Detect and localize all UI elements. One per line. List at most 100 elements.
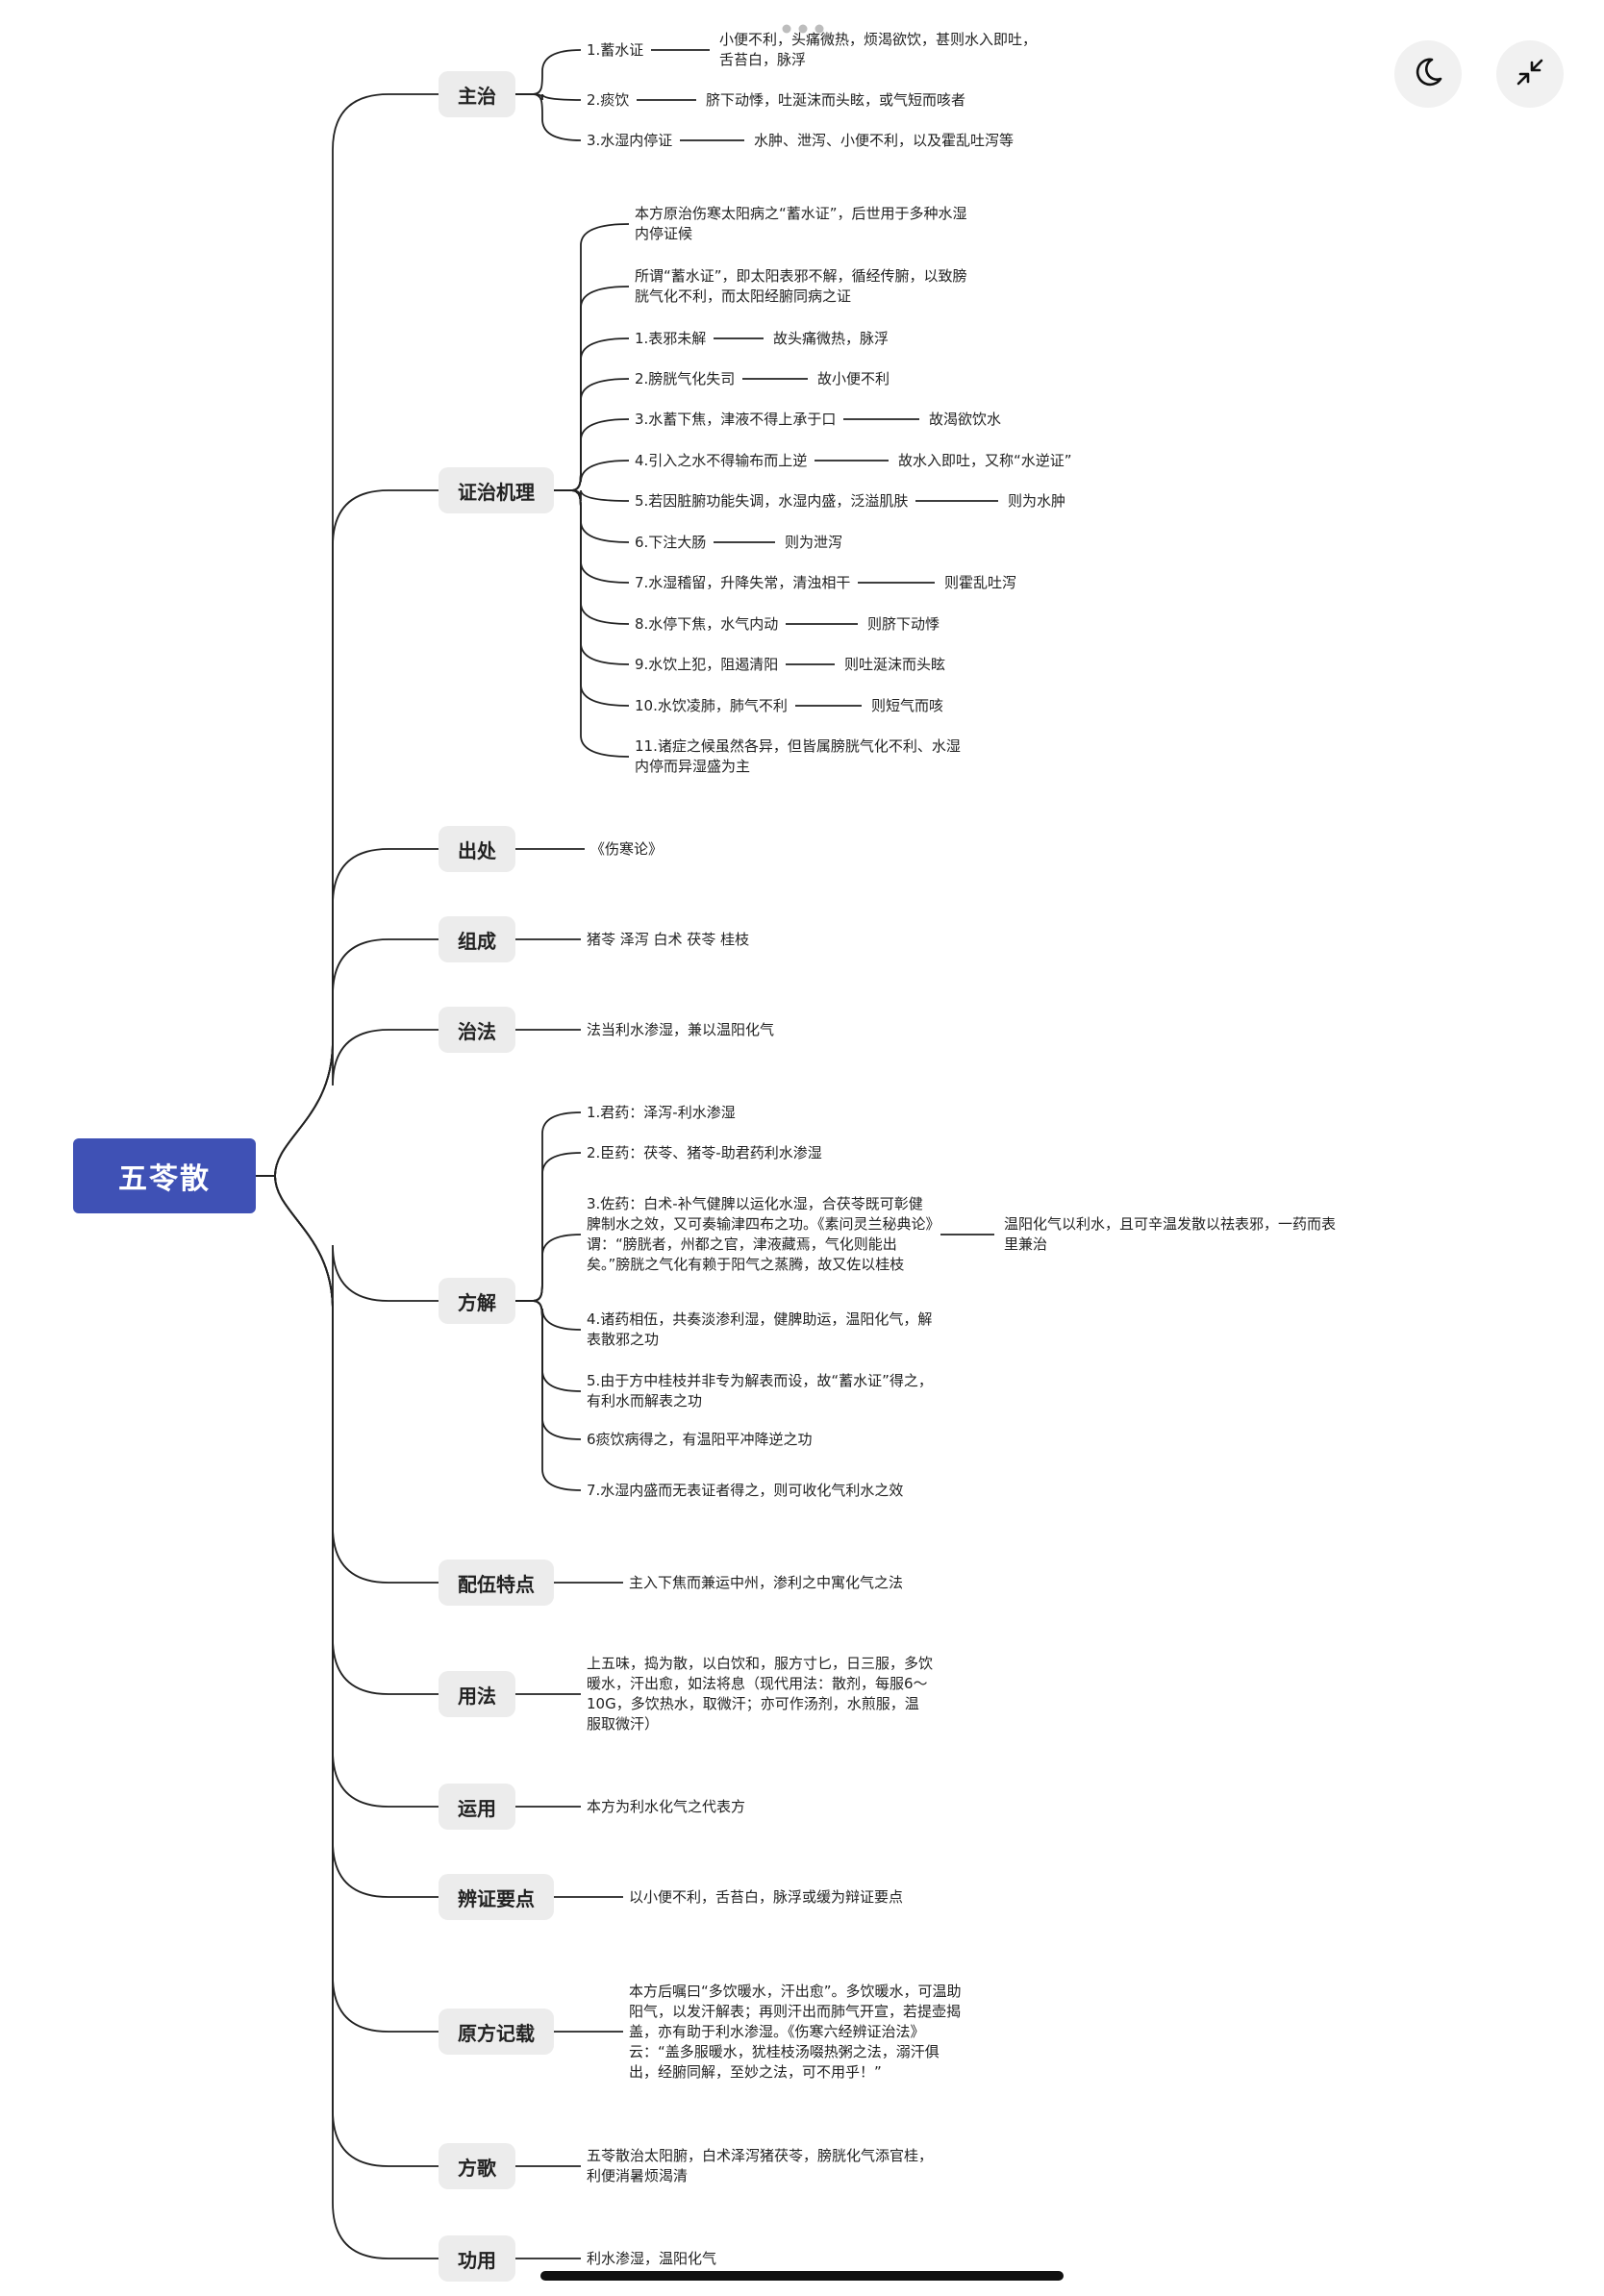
leaf-node[interactable]: 故渴欲饮水 [929,410,1002,428]
connector-line [515,1300,582,1392]
branch-node[interactable]: 本方为利水化气之代表方 [587,1797,746,1815]
connector-line [515,93,582,101]
branch-node[interactable]: 主入下焦而兼运中州，渗利之中寓化气之法 [629,1573,904,1591]
connector-line [274,848,439,1177]
connector-line [515,1300,582,1491]
connector-line [515,49,582,95]
connector-line [274,1175,439,1695]
leaf-node[interactable]: 小便不利，头痛微热，烦渴欲饮，甚则水入即吐，舌苔白，脉浮 [719,31,1038,68]
connector-line [274,489,439,1177]
branch-node[interactable]: 4.诸药相伍，共奏淡渗利湿，健脾助运，温阳化气，解表散邪之功 [587,1310,933,1348]
branch-node[interactable]: 法当利水渗湿，兼以温阳化气 [587,1020,775,1038]
home-indicator[interactable] [540,2271,1064,2281]
theme-toggle-button[interactable] [1394,40,1462,108]
branch-node[interactable]: 所谓“蓄水证”，即太阳表邪不解，循经传腑，以致膀胱气化不利，而太阳经腑同病之证 [635,267,967,305]
leaf-node[interactable]: 故头痛微热，脉浮 [773,329,890,347]
topic-node[interactable]: 辨证要点 [439,1874,554,1920]
connector-line [515,1234,582,1302]
branch-node[interactable]: 6痰饮病得之，有温阳平冲降逆之功 [587,1430,813,1448]
connector-line [274,1175,439,1311]
connector-line [554,489,630,758]
connector-line [554,489,630,543]
topic-node[interactable]: 出处 [439,826,515,872]
connector-line [515,1152,582,1302]
branch-node[interactable]: 上五味，捣为散，以白饮和，服方寸匕，日三服，多饮暖水，汗出愈，如法将息（现代用法… [587,1655,934,1733]
topic-node[interactable]: 方歌 [439,2143,515,2189]
branch-node[interactable]: 3.佐药：白术-补气健脾以运化水湿，合茯苓既可彰健脾制水之效，又可奏输津四布之功… [587,1195,934,1273]
connector-line [554,223,630,491]
connector-line [515,93,582,141]
topic-node[interactable]: 原方记载 [439,2009,554,2055]
branch-node[interactable]: 1.蓄水证 [587,40,644,59]
leaf-node[interactable]: 温阳化气以利水，且可辛温发散以祛表邪，一药而表里兼治 [1004,1215,1337,1253]
leaf-node[interactable]: 则短气而咳 [871,696,944,714]
leaf-node[interactable]: 故水入即吐，又称“水逆证” [898,451,1072,469]
branch-node[interactable]: 10.水饮凌肺，肺气不利 [635,696,788,714]
connector-line [274,1175,439,1898]
connector-line [554,489,630,707]
branch-node[interactable]: 4.引入之水不得输布而上逆 [635,451,808,469]
leaf-node[interactable]: 则霍乱吐泻 [944,573,1017,591]
branch-node[interactable]: 7.水湿内盛而无表证者得之，则可收化气利水之效 [587,1481,904,1499]
branch-node[interactable]: 5.若因脏腑功能失调，水湿内盛，泛溢肌肤 [635,491,909,510]
connector-line [274,93,439,1177]
connector-line [554,489,630,625]
connector-line [554,489,630,502]
branch-node[interactable]: 本方后嘱曰“多饮暖水，汗出愈”。多饮暖水，可温助阳气，以发汗解表；再则汗出而肺气… [629,1982,962,2081]
connector-line [515,1300,582,1440]
branch-node[interactable]: 2.臣药：茯苓、猪苓-助君药利水渗湿 [587,1143,822,1161]
branch-node[interactable]: 6.下注大肠 [635,533,707,551]
collapse-arrows-icon [1513,55,1547,93]
topic-node[interactable]: 运用 [439,1784,515,1830]
branch-node[interactable]: 猪苓 泽泻 白术 茯苓 桂枝 [587,930,750,948]
branch-node[interactable]: 5.由于方中桂枝并非专为解表而设，故“蓄水证”得之，有利水而解表之功 [587,1372,933,1410]
branch-node[interactable]: 2.膀胱气化失司 [635,369,736,387]
topic-node[interactable]: 方解 [439,1278,515,1324]
connector-line [554,378,630,491]
connector-line [274,1175,439,2033]
leaf-node[interactable]: 脐下动悸，吐涎沫而头眩，或气短而咳者 [706,90,966,109]
branch-node[interactable]: 9.水饮上犯，阻遏清阳 [635,655,779,673]
connector-line [515,1300,582,1331]
topic-node[interactable]: 功用 [439,2235,515,2282]
connector-line [515,1111,582,1302]
branch-node[interactable]: 五苓散治太阳腑，白术泽泻猪茯苓，膀胱化气添官桂，利便消暑烦渴清 [587,2147,934,2184]
topic-node[interactable]: 主治 [439,71,515,117]
branch-node[interactable]: 1.表邪未解 [635,329,707,347]
branch-node[interactable]: 1.君药：泽泻-利水渗湿 [587,1103,736,1121]
branch-node[interactable]: 本方原治伤寒太阳病之“蓄水证”，后世用于多种水湿内停证候 [635,205,967,242]
topic-node[interactable]: 证治机理 [439,467,554,513]
branch-node[interactable]: 以小便不利，舌苔白，脉浮或缓为辩证要点 [629,1887,904,1906]
connector-line [554,337,630,491]
topic-node[interactable]: 组成 [439,916,515,962]
collapse-button[interactable] [1496,40,1564,108]
leaf-node[interactable]: 则为泄泻 [785,533,843,551]
moon-icon [1411,55,1445,93]
branch-node[interactable]: 11.诸症之候虽然各异，但皆属膀胱气化不利、水湿内停而异湿盛为主 [635,737,961,775]
connector-line [274,1029,439,1177]
branch-node[interactable]: 2.痰饮 [587,90,630,109]
branch-node[interactable]: 《伤寒论》 [590,839,664,858]
branch-node[interactable]: 3.水湿内停证 [587,131,673,149]
more-dots-icon[interactable] [781,19,825,34]
connector-line [274,1175,439,1808]
leaf-node[interactable]: 水肿、泄泻、小便不利，以及霍乱吐泻等 [754,131,1015,149]
leaf-node[interactable]: 则为水肿 [1008,491,1066,510]
connector-line [554,489,630,584]
leaf-node[interactable]: 则脐下动悸 [867,614,940,633]
topic-node[interactable]: 配伍特点 [439,1560,554,1606]
connector-line [274,1175,439,1584]
topic-node[interactable]: 治法 [439,1007,515,1053]
branch-node[interactable]: 8.水停下焦，水气内动 [635,614,779,633]
branch-node[interactable]: 7.水湿稽留，升降失常，清浊相干 [635,573,851,591]
leaf-node[interactable]: 则吐涎沫而头眩 [844,655,946,673]
branch-node[interactable]: 利水渗湿，温阳化气 [587,2249,717,2267]
connector-line [554,489,630,665]
connector-line [554,286,630,491]
leaf-node[interactable]: 故小便不利 [817,369,890,387]
branch-node[interactable]: 3.水蓄下焦，津液不得上承于口 [635,410,837,428]
connector-line [274,1175,439,2259]
root-node[interactable]: 五苓散 [73,1138,256,1213]
topic-node[interactable]: 用法 [439,1671,515,1717]
connector-line [274,1175,439,2167]
